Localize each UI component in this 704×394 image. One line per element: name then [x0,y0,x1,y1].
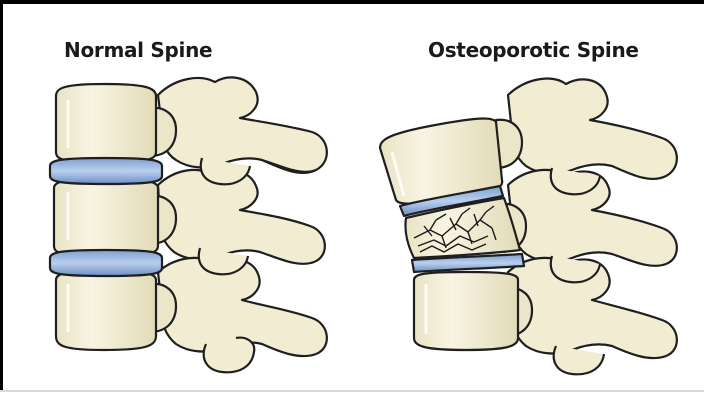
normal-vertebral-bodies [54,84,158,350]
normal-spinous-processes [158,77,327,372]
osteoporotic-bottom-vertebra [414,272,518,350]
osteoporotic-spinous-processes [508,79,677,375]
osteoporotic-spine [380,79,677,375]
normal-spine [50,77,327,372]
